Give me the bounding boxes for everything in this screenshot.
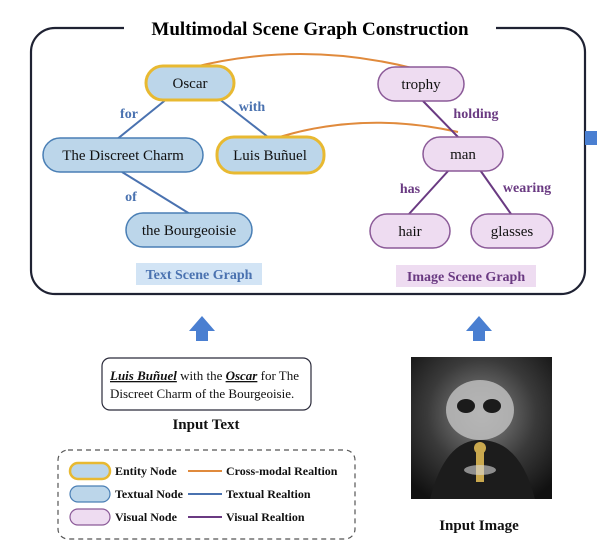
input-text-label: Input Text — [172, 417, 239, 433]
node-bourgeoisie: the Bourgeoisie — [125, 212, 253, 248]
edge-label-holding: holding — [453, 107, 498, 122]
right-edge-fragment — [585, 131, 597, 145]
visual-edge-trophy-man — [422, 100, 459, 138]
legend-entity-swatch — [68, 461, 112, 481]
legend-textual-relation-label: Textual Realtion — [226, 487, 311, 501]
legend-visual-relation-label: Visual Realtion — [226, 510, 305, 524]
legend-entity-label: Entity Node — [115, 464, 177, 478]
visual-edge-man-glasses — [479, 169, 512, 215]
input-text-line1: Luis Buñuel with the Oscar for The — [109, 368, 299, 383]
input-text-entity-oscar: Oscar — [226, 368, 259, 383]
edge-label-of: of — [125, 190, 137, 205]
cross-modal-edge-bunuel-man — [269, 121, 459, 141]
input-text-box — [101, 357, 312, 411]
diagram-title: Multimodal Scene Graph Construction — [151, 19, 469, 40]
node-hair-label: hair — [398, 224, 421, 240]
input-image-label: Input Image — [439, 518, 519, 534]
node-trophy-label: trophy — [401, 77, 441, 93]
visual-edge-man-hair — [408, 169, 450, 215]
image-graph-caption: Image Scene Graph — [407, 270, 525, 285]
legend-visual-relation: Visual Realtion — [188, 510, 305, 524]
node-man-label: man — [450, 147, 476, 163]
edge-label-for: for — [120, 107, 138, 122]
legend-cross-modal: Cross-modal Realtion — [188, 464, 338, 478]
node-luis-bunuel-label: Luis Buñuel — [233, 148, 307, 164]
node-trophy: trophy — [377, 66, 465, 102]
node-luis-bunuel: Luis Buñuel — [215, 135, 326, 175]
node-oscar: Oscar — [144, 64, 236, 102]
text-up-arrow — [189, 316, 215, 341]
legend-box — [57, 449, 356, 540]
text-graph-caption-bg — [136, 263, 262, 285]
legend-cross-modal-label: Cross-modal Realtion — [226, 464, 338, 478]
edge-label-with: with — [239, 100, 266, 115]
node-discreet-charm: The Discreet Charm — [42, 137, 204, 173]
node-discreet-charm-label: The Discreet Charm — [62, 148, 184, 164]
cross-modal-edge-oscar-trophy — [189, 53, 413, 69]
node-hair: hair — [369, 213, 451, 249]
textual-edge-oscar-bunuel — [217, 97, 269, 138]
image-up-arrow — [466, 316, 492, 341]
node-glasses-label: glasses — [491, 224, 534, 240]
node-oscar-label: Oscar — [173, 76, 208, 92]
input-text-part2: for The — [257, 368, 299, 383]
input-text-entity-bunuel: Luis Buñuel — [109, 368, 177, 383]
text-graph-caption: Text Scene Graph — [146, 268, 253, 283]
title-background — [124, 12, 496, 42]
node-bourgeoisie-label: the Bourgeoisie — [142, 223, 237, 239]
legend-textual-node: Textual Node — [69, 485, 184, 503]
legend-entity-node: Entity Node — [68, 461, 177, 481]
legend-visual-node: Visual Node — [69, 508, 178, 526]
legend-textual-swatch — [69, 485, 111, 503]
legend-visual-label: Visual Node — [115, 510, 178, 524]
legend-textual-relation: Textual Realtion — [188, 487, 311, 501]
textual-edge-oscar-charm — [115, 97, 169, 141]
textual-edge-charm-bourgeoisie — [121, 171, 191, 215]
input-text-part1: with the — [177, 368, 226, 383]
node-glasses: glasses — [470, 213, 554, 249]
edge-label-has: has — [400, 182, 421, 197]
image-graph-caption-bg — [396, 265, 536, 287]
edge-label-wearing: wearing — [503, 181, 551, 196]
node-man: man — [422, 136, 504, 172]
input-photo — [411, 357, 552, 499]
input-text-line2: Discreet Charm of the Bourgeoisie. — [110, 386, 294, 401]
legend-textual-label: Textual Node — [115, 487, 184, 501]
legend-visual-swatch — [69, 508, 111, 526]
